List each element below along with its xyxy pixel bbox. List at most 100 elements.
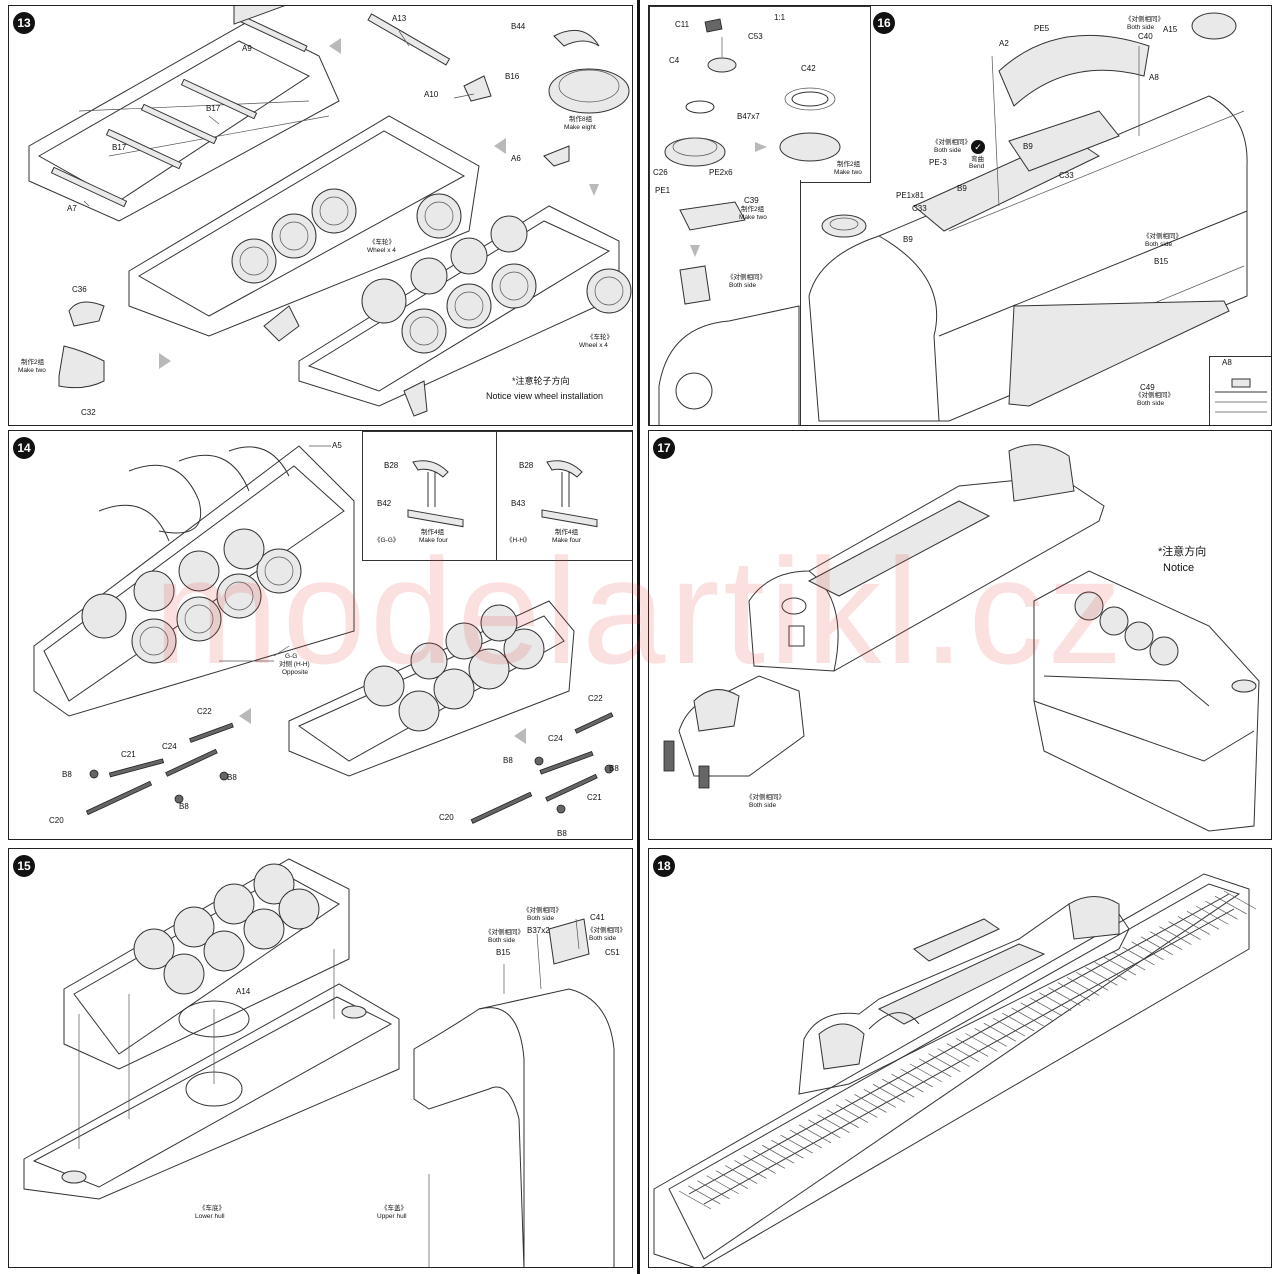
rail-sleeper — [1223, 890, 1257, 910]
make-eight-cn: 制作8组 — [569, 116, 593, 123]
label-b9c: B9 — [903, 235, 913, 244]
rail-sleeper — [1159, 926, 1192, 945]
gg-label: 《G-G》 — [374, 537, 400, 544]
hh-label: 《H-H》 — [506, 537, 531, 544]
both-side-cn-3: 《对侧相同》 — [587, 927, 626, 934]
label-c32: C32 — [81, 408, 96, 417]
rail-sleeper — [1066, 977, 1100, 996]
label-b43: B43 — [511, 499, 526, 508]
rail-sleeper — [918, 1058, 952, 1078]
bend-cn: 弯曲 — [971, 156, 984, 163]
label-a2: A2 — [999, 39, 1009, 48]
label-b17b: B17 — [112, 143, 127, 152]
make-four-label-1: Make four — [419, 537, 448, 544]
both-side-4: Both side — [1145, 241, 1173, 248]
label-c42: C42 — [801, 64, 816, 73]
label-b8f: B8 — [557, 829, 567, 838]
label-c26: C26 — [653, 168, 668, 177]
step-15-drawing — [23, 858, 615, 1267]
rail-sleeper — [900, 1068, 933, 1088]
rail-sleeper — [725, 1165, 758, 1184]
label-b8e: B8 — [609, 764, 619, 773]
rail-sleeper — [835, 1104, 869, 1123]
step-17-panel: 17 *注意方向 Notice 《对侧相同》 Both side — [648, 430, 1272, 840]
label-pe5: PE5 — [1034, 24, 1050, 33]
label-c21b: C21 — [587, 793, 602, 802]
label-c4: C4 — [669, 56, 680, 65]
make-two-label-1: Make two — [834, 169, 862, 176]
check-icon: ✓ — [971, 140, 985, 154]
label-pe1x81: PE1x81 — [896, 191, 925, 200]
make-four-cn-2: 制作4组 — [555, 529, 579, 536]
wheel-label-2: Wheel x 4 — [579, 342, 608, 349]
center-divider — [637, 0, 640, 1274]
label-b15: B15 — [1154, 257, 1169, 266]
label-b17a: B17 — [206, 104, 221, 113]
make-two-cn: 制作2组 — [21, 359, 45, 366]
rail-sleeper — [854, 1094, 887, 1113]
notice-label: Notice — [1163, 562, 1195, 574]
rail-sleeper — [1112, 951, 1146, 971]
rail-sleeper — [1168, 921, 1201, 940]
step-18-panel: 18 — [648, 848, 1272, 1268]
rail-sleeper — [697, 1180, 730, 1200]
rail-sleeper — [983, 1022, 1017, 1042]
step-14-number: 14 — [13, 437, 35, 459]
step-16-panel: 16 1:1 — [648, 5, 1272, 426]
both-side-3: Both side — [589, 935, 617, 942]
label-b28a: B28 — [384, 461, 399, 470]
rail-sleeper — [974, 1027, 1007, 1047]
label-a7: A7 — [67, 204, 77, 213]
label-a13: A13 — [392, 14, 407, 23]
rail-sleeper — [946, 1043, 980, 1062]
both-side-cn-2: 《对侧相同》 — [1125, 16, 1164, 23]
lower-hull: Lower hull — [195, 1213, 225, 1220]
step-14-drawing — [33, 445, 614, 824]
label-a14: A14 — [236, 987, 251, 996]
rail-sleeper — [1085, 966, 1118, 986]
label-b16: B16 — [505, 72, 520, 81]
label-c11: C11 — [675, 20, 690, 29]
rail-sleeper — [845, 1099, 878, 1118]
rail-sleeper — [1196, 905, 1229, 925]
rail-sleeper — [706, 1175, 739, 1195]
label-b37: B37x2 — [527, 926, 550, 935]
label-a8-inset: A8 — [1222, 358, 1232, 367]
rail-sleeper — [715, 1170, 749, 1189]
upper-hull-cn: 《车盖》 — [381, 1205, 407, 1212]
rail-sleeper — [743, 1155, 776, 1174]
rail-sleeper — [891, 1073, 924, 1093]
rail-sleeper — [1122, 946, 1155, 966]
rail-sleeper — [1177, 916, 1210, 935]
both-side-1: Both side — [527, 915, 555, 922]
both-side-2: Both side — [1127, 24, 1155, 31]
both-side-cn-4: 《对侧相同》 — [1143, 233, 1182, 240]
label-b44: B44 — [511, 22, 526, 31]
label-pe1: PE1 — [655, 186, 671, 195]
rail-sleeper — [992, 1017, 1026, 1037]
both-side-cn-1: 《对侧相同》 — [727, 274, 766, 281]
label-c20b: C20 — [439, 813, 454, 822]
label-a8: A8 — [1149, 73, 1159, 82]
label-c22b: C22 — [588, 694, 603, 703]
label-pe2: PE2x6 — [709, 168, 733, 177]
label-c22a: C22 — [197, 707, 212, 716]
rail-sleeper — [1039, 992, 1072, 1011]
label-c33a: C33 — [1059, 171, 1074, 180]
bend-label: Bend — [969, 163, 985, 170]
label-b47: B47x7 — [737, 112, 760, 121]
rail-sleeper — [826, 1109, 859, 1128]
label-c41: C41 — [590, 913, 605, 922]
both-side: Both side — [749, 802, 777, 809]
rail-sleeper — [752, 1150, 786, 1169]
rail-sleeper — [1020, 1002, 1053, 1022]
make-two-label-2: Make two — [739, 214, 767, 221]
a8-inset-box — [1209, 356, 1271, 425]
make-four-label-2: Make four — [552, 537, 581, 544]
rail-sleeper — [808, 1119, 841, 1139]
scale-label: 1:1 — [774, 13, 786, 22]
rail-sleeper — [1205, 900, 1238, 920]
notice-label: Notice view wheel installation — [486, 391, 604, 401]
label-c39: C39 — [744, 196, 759, 205]
